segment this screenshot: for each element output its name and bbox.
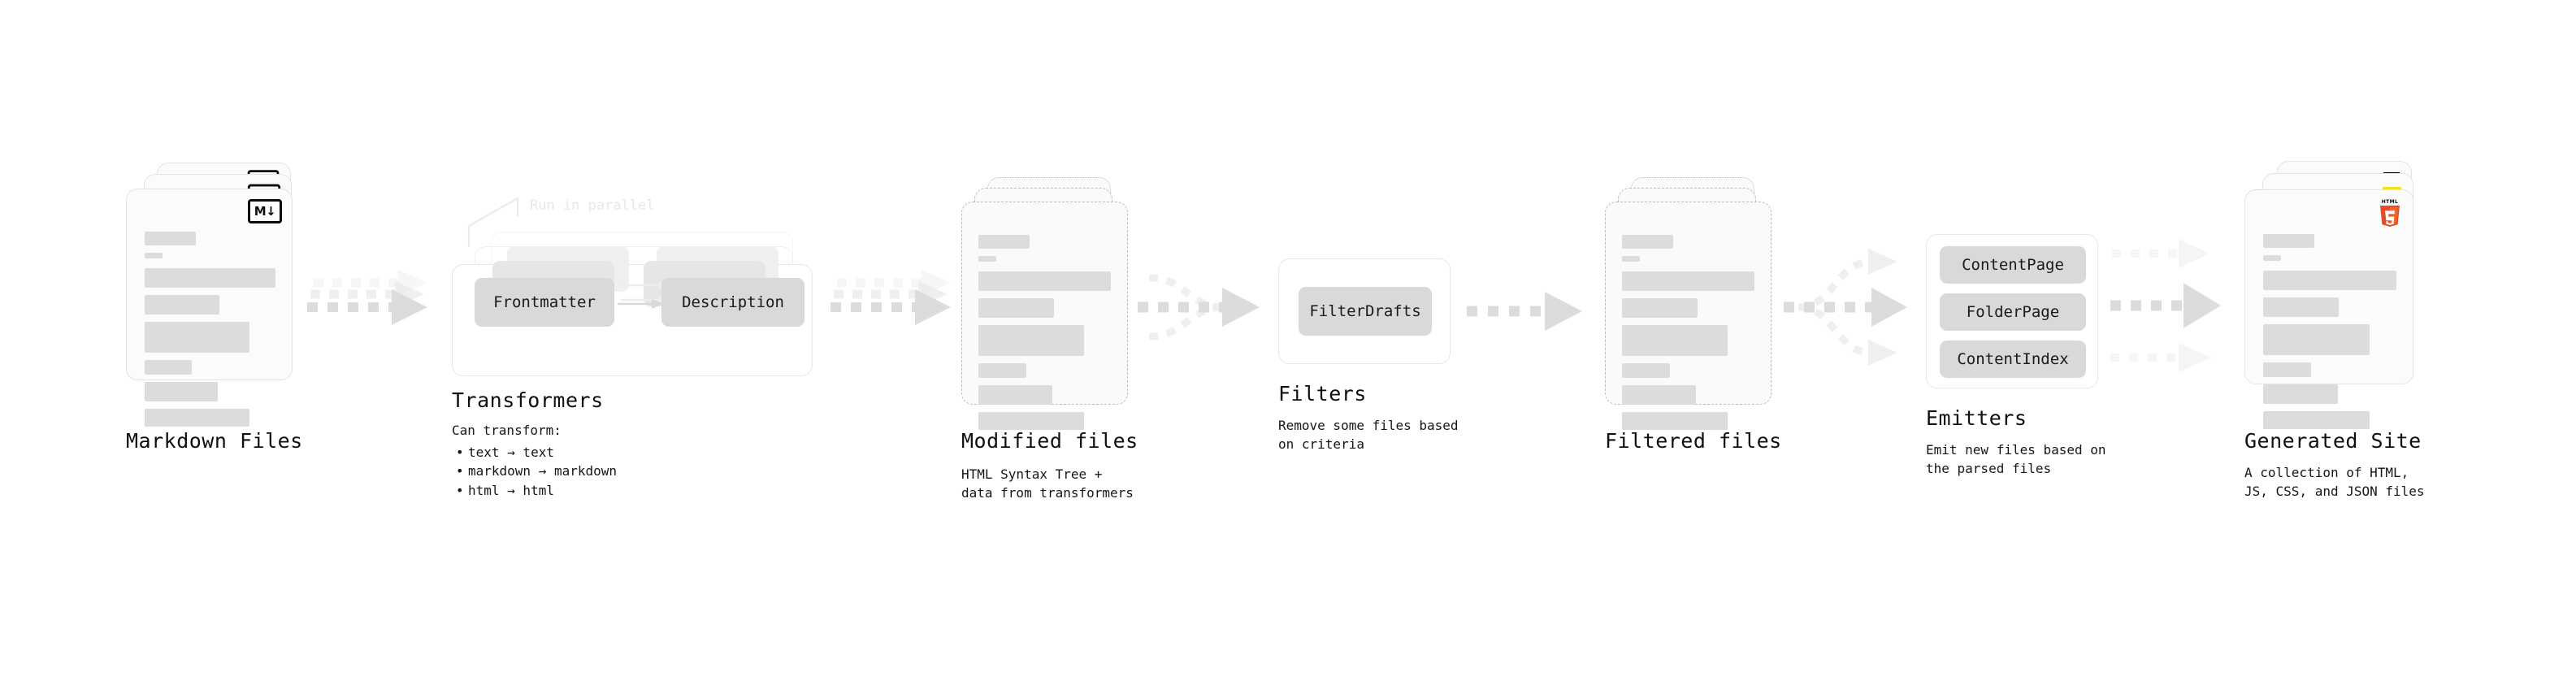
generated-site-title: Generated Site [2244, 429, 2422, 453]
emitter-chip-folderpage[interactable]: FolderPage [1940, 293, 2086, 331]
emitters-subtitle: Emit new files based on the parsed files [1926, 442, 2106, 477]
emitter-chip-label: ContentPage [1962, 256, 2064, 274]
transformers-bullet: markdown → markdown [456, 462, 720, 480]
transformers-subtitle: Can transform: text → text markdown → ma… [452, 421, 720, 500]
transformers-bullet: html → html [456, 481, 720, 500]
modified-files-subtitle: HTML Syntax Tree + data from transformer… [961, 466, 1134, 501]
emitters-box: ContentPage FolderPage ContentIndex [1926, 234, 2098, 388]
transformer-chip-frontmatter[interactable]: Frontmatter [475, 278, 614, 327]
filtered-card-front [1605, 202, 1772, 430]
transformer-chip-label: Description [682, 293, 784, 311]
connector-md-to-transformers [307, 270, 427, 325]
markdown-icon: M↓ [248, 199, 282, 223]
html5-icon: HTML [2378, 197, 2402, 228]
connector-modified-to-filters [1138, 274, 1260, 340]
run-in-parallel-bracket [467, 197, 519, 247]
emitter-chip-contentindex[interactable]: ContentIndex [1940, 340, 2086, 378]
transformers-title: Transformers [452, 388, 604, 412]
modified-card-front [961, 202, 1128, 430]
transformers-subtitle-lead: Can transform: [452, 423, 562, 438]
transformer-chip-label: Frontmatter [493, 293, 596, 311]
document-placeholder-lines [1622, 235, 1754, 437]
document-placeholder-lines [978, 235, 1111, 437]
transformer-chip-description[interactable]: Description [661, 278, 804, 327]
markdown-card-front: M↓ [126, 189, 293, 427]
connector-transformers-to-modified [830, 270, 951, 325]
markdown-files-stack: M↓ M↓ M↓ [126, 163, 321, 427]
filters-title: Filters [1278, 382, 1367, 406]
filters-subtitle: Remove some files based on criteria [1278, 418, 1459, 453]
emitters-title: Emitters [1926, 406, 2027, 430]
document-placeholder-lines [2263, 234, 2396, 436]
filters-box: FilterDrafts [1278, 258, 1451, 364]
run-in-parallel-label: Run in parallel [530, 197, 655, 214]
generated-card-front: HTML [2244, 189, 2413, 429]
emitter-chip-label: ContentIndex [1957, 350, 2069, 368]
transformers-group: Frontmatter Description [452, 232, 826, 376]
filtered-files-title: Filtered files [1605, 429, 1782, 453]
transformers-bullet: text → text [456, 443, 720, 462]
filter-chip-label: FilterDrafts [1309, 302, 1421, 320]
emitter-chip-label: FolderPage [1966, 303, 2060, 321]
emitter-chip-contentpage[interactable]: ContentPage [1940, 246, 2086, 284]
generated-site-stack: CSS HTML [2244, 161, 2448, 429]
connector-emitters-to-site [2110, 239, 2221, 372]
markdown-files-title: Markdown Files [126, 429, 303, 453]
connector-filters-to-filtered [1467, 292, 1582, 331]
svg-text:HTML: HTML [2382, 199, 2399, 205]
document-placeholder-lines [145, 232, 275, 434]
modified-files-stack [961, 177, 1148, 430]
filtered-files-stack [1605, 177, 1792, 430]
transformer-inner-arrow [618, 299, 663, 309]
transformers-bullet-list: text → text markdown → markdown html → h… [452, 443, 720, 500]
modified-files-title: Modified files [961, 429, 1138, 453]
filter-chip-filterdrafts[interactable]: FilterDrafts [1299, 287, 1432, 336]
generated-site-subtitle: A collection of HTML, JS, CSS, and JSON … [2244, 465, 2425, 500]
connector-filtered-to-emitters [1784, 249, 1907, 366]
